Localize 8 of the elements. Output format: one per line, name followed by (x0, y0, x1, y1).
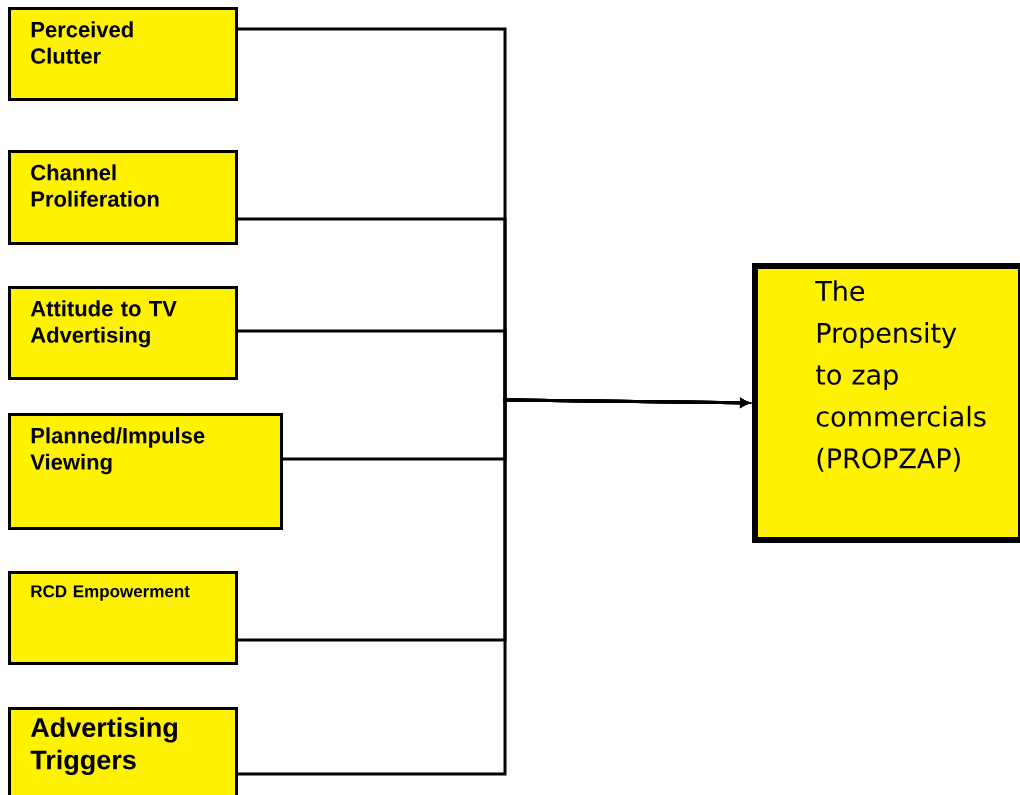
factor-box: Planned/Impulse Viewing (8, 413, 283, 530)
outcome-box: The Propensity to zap commercials (PROPZAP) (752, 263, 1020, 543)
factor-box: RCD Empowerment (8, 571, 238, 665)
factor-box: Perceived Clutter (8, 7, 238, 101)
connector-arrow (235, 398, 749, 776)
factor-box: Advertising Triggers (8, 707, 238, 795)
factor-box: Attitude to TV Advertising (8, 286, 238, 380)
factor-box: Channel Proliferation (8, 150, 238, 245)
